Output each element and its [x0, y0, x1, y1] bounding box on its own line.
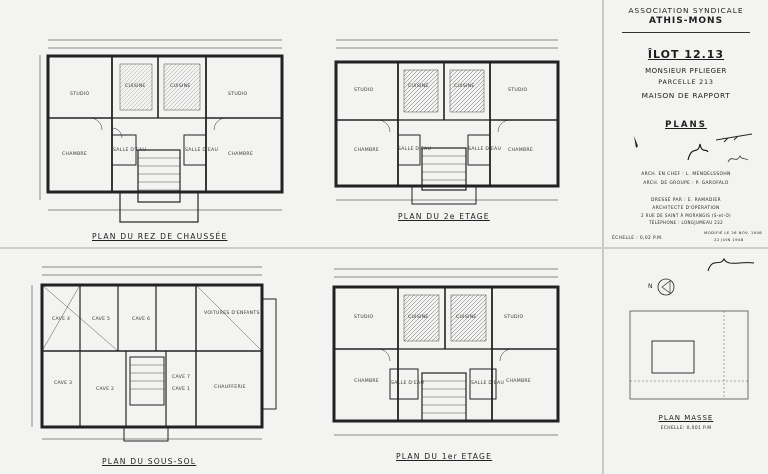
- room-label: CUISINE: [170, 84, 191, 89]
- room-label: SALLE D'EAU: [185, 148, 219, 153]
- plan-second-floor-drawing: [334, 39, 560, 205]
- association-town: ATHIS-MONS: [648, 16, 724, 26]
- title-block: ASSOCIATION SYNDICALE ATHIS-MONS ÎLOT 12…: [604, 0, 768, 247]
- fold-crease-horizontal: [0, 247, 768, 249]
- room-label: STUDIO: [228, 92, 248, 97]
- room-label: STUDIO: [354, 88, 374, 93]
- room-label: CAVE 4: [52, 317, 71, 322]
- room-label: STUDIO: [354, 315, 374, 320]
- room-label: STUDIO: [70, 92, 90, 97]
- plan-title: PLAN DU 1er ETAGE: [396, 452, 493, 461]
- plan-second-floor: STUDIO CUISINE CUISINE STUDIO CHAMBRE CH…: [300, 0, 602, 247]
- room-label: STUDIO: [504, 315, 524, 320]
- room-label: CAVE 1: [172, 387, 191, 392]
- association-name: ASSOCIATION SYNDICALE: [628, 6, 744, 15]
- room-label: VOITURES D'ENFANTS: [204, 311, 260, 316]
- plan-basement-drawing: [31, 266, 277, 442]
- room-label: CAVE 7: [172, 375, 191, 380]
- room-label: CHAMBRE: [354, 148, 380, 153]
- parcel-number: PARCELLE 213: [658, 78, 714, 86]
- room-label: SALLE D'EAU: [391, 381, 425, 386]
- room-label: CAVE 2: [96, 387, 115, 392]
- plan-first-floor: STUDIO CUISINE CUISINE STUDIO CHAMBRE CH…: [300, 249, 602, 474]
- room-label: SALLE D'EAU: [471, 381, 505, 386]
- room-label: CHAUFFERIE: [214, 385, 246, 390]
- architect-phone: TÉLÉPHONE : LONGJUMEAU 232: [648, 220, 724, 225]
- signature-icon: [707, 257, 755, 272]
- owner-name: MONSIEUR PFLIEGER: [645, 67, 727, 75]
- chief-architect: ARCH. EN CHEF : L. MENDELSSOHN: [641, 172, 731, 177]
- room-label: CAVE 6: [132, 317, 151, 322]
- room-label: SALLE D'EAU: [398, 147, 432, 152]
- room-label: CUISINE: [408, 315, 429, 320]
- section-heading: PLANS: [665, 120, 707, 130]
- room-label: CAVE 5: [92, 317, 111, 322]
- room-label: STUDIO: [508, 88, 528, 93]
- plan-title: PLAN DU SOUS-SOL: [102, 457, 197, 466]
- room-label: CHAMBRE: [506, 379, 532, 384]
- site-plan-panel: N PLAN MASSE ECHELLE: 0,001 P.M: [604, 249, 768, 474]
- site-plan-title: PLAN MASSE: [658, 414, 714, 422]
- divider: [622, 32, 750, 33]
- plan-first-floor-drawing: [332, 268, 560, 436]
- group-architect: ARCH. DE GROUPE : P. GAROFALO: [643, 181, 729, 186]
- building-type: MAISON DE RAPPORT: [641, 91, 731, 100]
- room-label: CUISINE: [454, 84, 475, 89]
- site-plan-drawing: [629, 257, 755, 400]
- room-label: SALLE D'EAU: [113, 148, 147, 153]
- drawing-date: 22 JUIN 1948: [714, 237, 744, 242]
- room-label: CHAMBRE: [228, 152, 254, 157]
- room-label: CAVE 3: [54, 381, 73, 386]
- north-arrow-icon: [657, 278, 675, 296]
- room-label: CUISINE: [456, 315, 477, 320]
- drawing-scale: ÉCHELLE : 0,02 P.M.: [612, 236, 664, 241]
- room-label: CHAMBRE: [508, 148, 534, 153]
- modification-date: MODIFIÉ LE 26 NOV. 1948: [704, 230, 763, 235]
- site-plan-scale: ECHELLE: 0,001 P.M: [660, 426, 712, 431]
- room-label: CUISINE: [408, 84, 429, 89]
- room-label: SALLE D'EAU: [468, 147, 502, 152]
- room-label: CUISINE: [125, 84, 146, 89]
- north-label: N: [648, 283, 653, 290]
- plan-title: PLAN DU REZ DE CHAUSSÉE: [92, 232, 228, 241]
- plan-title: PLAN DU 2e ETAGE: [398, 212, 490, 221]
- architect-role: ARCHITECTE D'OPÉRATION: [652, 206, 720, 211]
- fold-crease-vertical: [602, 0, 604, 474]
- room-label: CHAMBRE: [354, 379, 380, 384]
- ilot-number: ÎLOT 12.13: [647, 48, 725, 61]
- room-label: CHAMBRE: [62, 152, 88, 157]
- plan-ground-floor: STUDIO CUISINE CUISINE STUDIO CHAMBRE CH…: [0, 0, 300, 247]
- signature-icon: [634, 133, 753, 163]
- architect-address: 2 RUE DE SAINT À MORANGIS (S-et-O): [641, 213, 731, 218]
- plan-ground-floor-drawing: [39, 39, 284, 223]
- drawn-by: DRESSÉ PAR : E. RAMADIER: [651, 198, 721, 203]
- plan-basement: CAVE 4 CAVE 5 CAVE 6 VOITURES D'ENFANTS …: [0, 249, 300, 474]
